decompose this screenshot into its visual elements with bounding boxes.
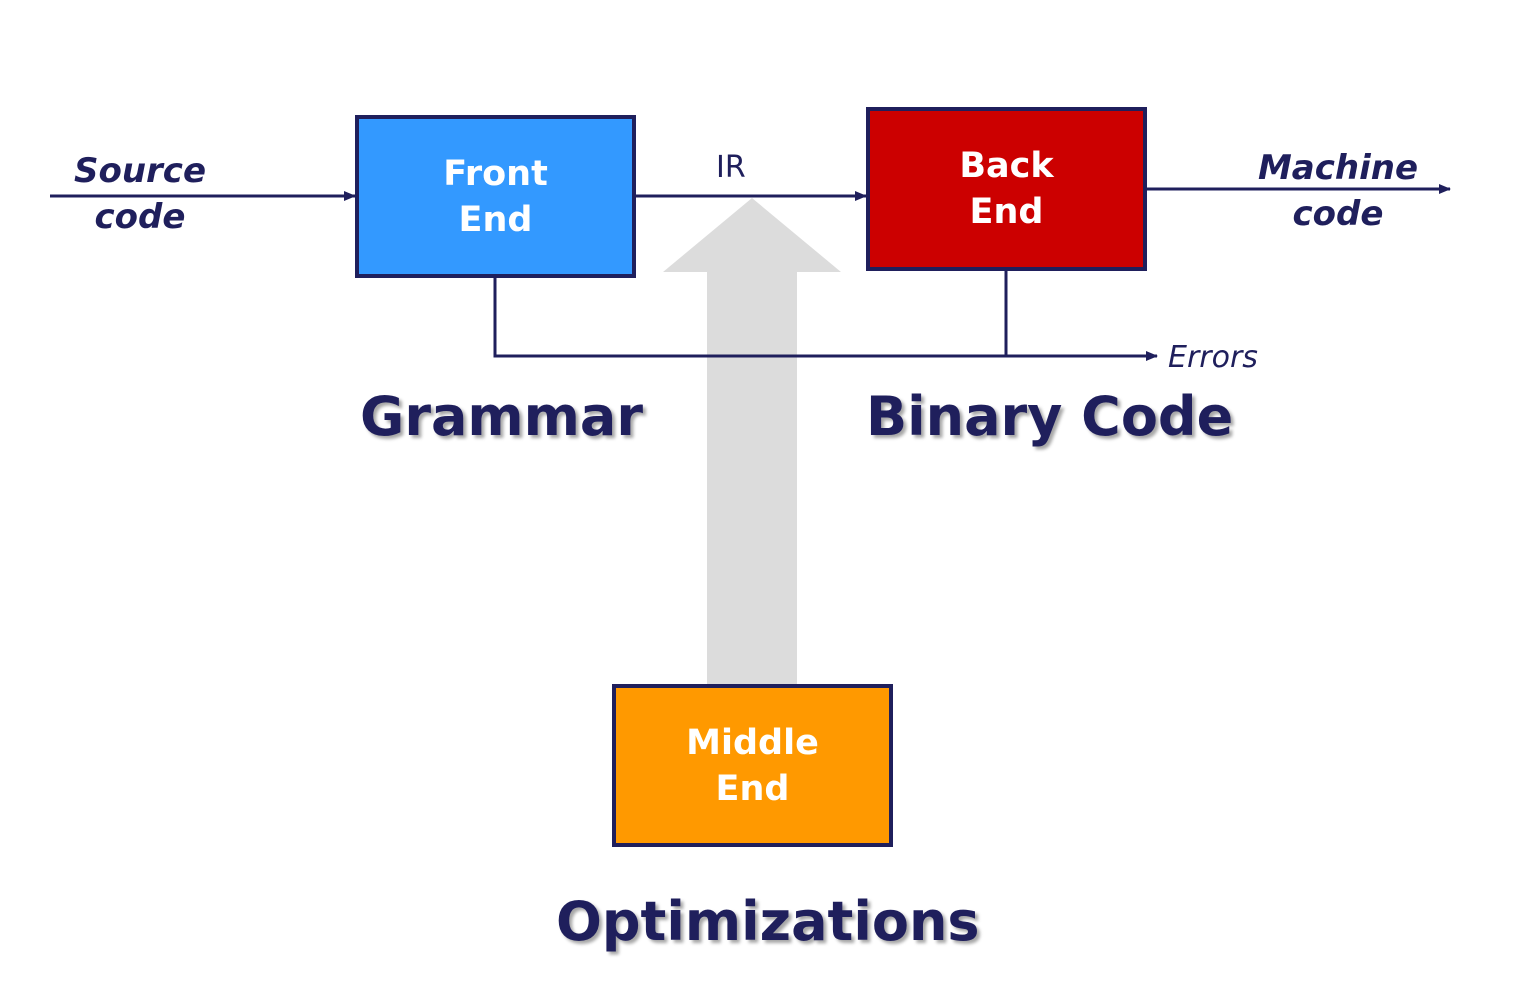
- middle-end-box: Middle End: [612, 684, 893, 847]
- front-end-box: Front End: [355, 115, 636, 278]
- source-code-label: Source code: [73, 151, 207, 237]
- middle-end-label: Middle End: [686, 722, 819, 809]
- errors-label: Errors: [1168, 340, 1258, 375]
- grammar-label: Grammar: [360, 385, 643, 448]
- back-end-box: Back End: [866, 107, 1147, 271]
- binary-code-label: Binary Code: [866, 385, 1234, 448]
- errors-path: [493, 278, 1158, 361]
- ir-label: IR: [716, 150, 746, 185]
- machine-code-label: Machine code: [1257, 148, 1419, 234]
- front-end-label: Front End: [443, 153, 548, 240]
- back-end-label: Back End: [959, 146, 1054, 232]
- optimization-flow-arrow: [663, 198, 841, 684]
- optimizations-label: Optimizations: [556, 890, 980, 953]
